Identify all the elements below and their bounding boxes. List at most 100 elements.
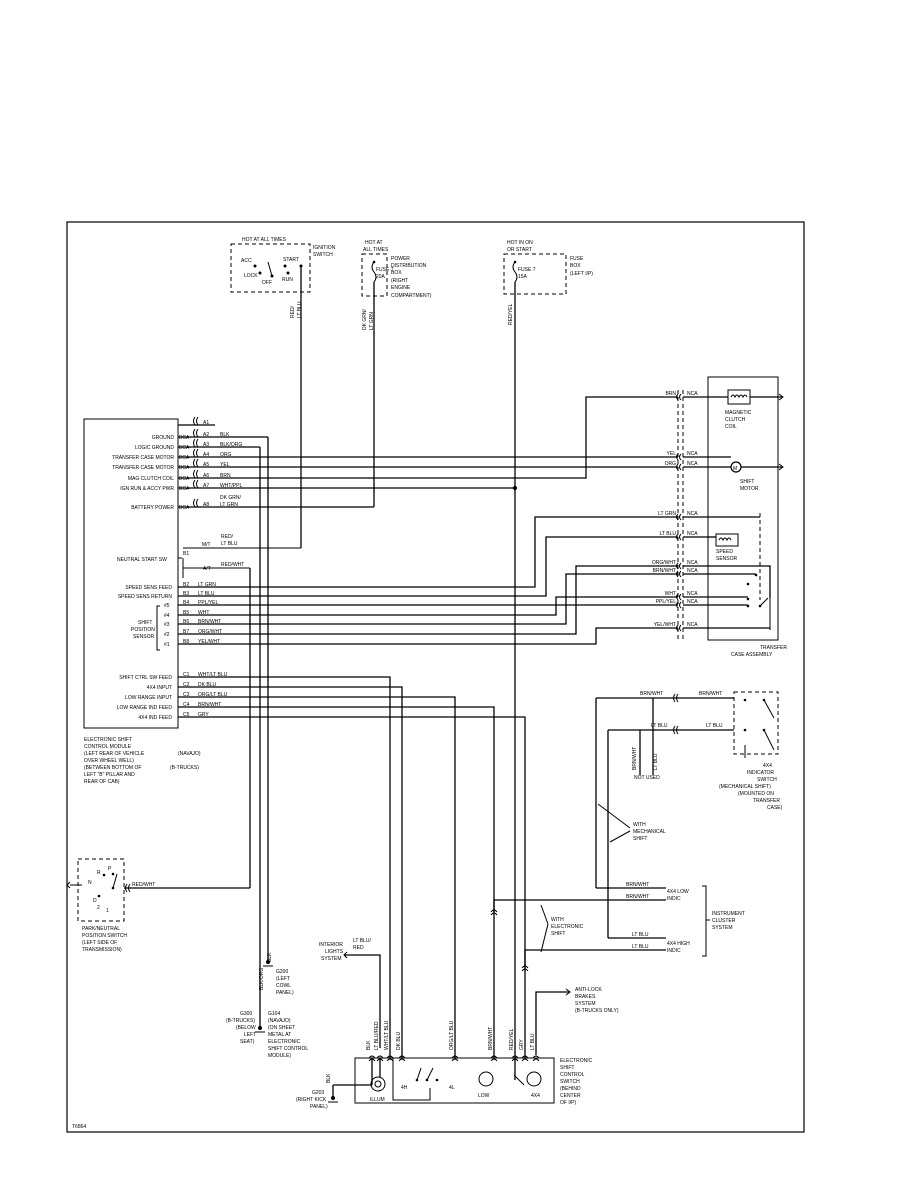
sps-label-3: SENSOR — [133, 634, 155, 640]
pdb-header-2: ALL TIMES — [363, 247, 389, 253]
svg-text:NCA: NCA — [687, 451, 698, 457]
pin-wire: LT GRN — [198, 582, 216, 588]
ign-pos-run: RUN — [282, 277, 293, 283]
pin-wire: DK BLU — [198, 682, 216, 688]
abs-system: ANTI-LOCK BRAKES SYSTEM (B-TRUCKS ONLY) — [535, 987, 619, 1055]
pin-sub: #4 — [164, 613, 170, 619]
fusebox-name-1: FUSE — [570, 256, 584, 262]
tc-wire-2: ORG NCA — [665, 461, 731, 471]
svg-text:MODULE): MODULE) — [268, 1053, 291, 1059]
svg-text:ILLUM: ILLUM — [370, 1097, 385, 1103]
ign-pos-acc: ACC — [241, 258, 252, 264]
svg-text:BLK: BLK — [267, 952, 273, 962]
svg-text:LT BLU: LT BLU — [297, 301, 303, 318]
pdb-name-2: DISTRIBUTION — [391, 263, 427, 269]
pin-id: C4 — [183, 702, 190, 708]
svg-text:NCA: NCA — [687, 461, 698, 467]
svg-text:BRN/WHT: BRN/WHT — [653, 568, 676, 574]
switch-positions: ILLUM 4H 4L LOW 4X4 — [370, 1085, 540, 1103]
svg-text:PPL/YEL: PPL/YEL — [656, 599, 677, 605]
svg-text:NCA: NCA — [687, 531, 698, 537]
svg-text:(MOUNTED ON: (MOUNTED ON — [738, 791, 774, 797]
diagram-frame — [66, 221, 805, 1133]
svg-text:4H: 4H — [401, 1085, 408, 1091]
pin-label: BATTERY POWER — [131, 505, 174, 511]
svg-text:SWITCH: SWITCH — [560, 1079, 580, 1085]
svg-text:ORG: ORG — [665, 461, 677, 467]
shift-module-box — [83, 418, 179, 729]
indicator-wire-1: BRN/WHT — [640, 691, 663, 697]
svg-text:COWL: COWL — [276, 983, 291, 989]
pin-label: TRANSFER CASE MOTOR — [112, 455, 174, 461]
pin-wire: ORG/LT BLU — [198, 692, 228, 698]
fusebox-fuse-symbol — [512, 261, 518, 283]
svg-text:BRN/WHT: BRN/WHT — [632, 747, 638, 770]
transfer-case-caption: TRANSFER CASE ASSEMBLY — [731, 645, 787, 658]
svg-text:(B-TRUCKS): (B-TRUCKS) — [170, 765, 199, 771]
svg-text:(NAVAJO): (NAVAJO) — [268, 1018, 291, 1024]
indicator-vert-wire-1: BRN/WHT — [632, 747, 638, 770]
ground-g203-wire: BLK — [326, 1073, 332, 1083]
svg-text:(BETWEEN BOTTOM OF: (BETWEEN BOTTOM OF — [84, 765, 141, 771]
pin-wire: YEL — [220, 462, 230, 468]
cluster-wire-1: BRN/WHT — [626, 882, 649, 888]
pin-connector: BCA — [179, 435, 190, 441]
pdb-header-1: HOT AT — [365, 240, 383, 246]
pin-id: C5 — [183, 712, 190, 718]
speed-sensor-symbol — [715, 533, 739, 547]
svg-text:(RIGHT KICK: (RIGHT KICK — [296, 1097, 327, 1103]
svg-text:INDICATOR: INDICATOR — [747, 770, 774, 776]
cluster-wire-4: LT BLU — [632, 944, 649, 950]
pin-id: A1 — [203, 420, 209, 426]
svg-text:SHIFT: SHIFT — [560, 1065, 574, 1071]
park-neutral-contacts: R P N D 2 1 — [66, 866, 118, 914]
ignition-contacts — [253, 261, 303, 278]
pin-id: B2 — [183, 582, 189, 588]
pin-wire: BRN — [220, 473, 231, 479]
pdb-fuse-2: 20A — [376, 274, 386, 280]
svg-text:SHIFT: SHIFT — [551, 931, 565, 937]
svg-text:D: D — [93, 898, 97, 904]
svg-text:BRN/WHT: BRN/WHT — [488, 1027, 494, 1050]
not-used-label: NOT USED — [634, 775, 660, 781]
svg-text:SYSTEM: SYSTEM — [712, 925, 733, 931]
pin-wire: WHT/PPL — [220, 483, 242, 489]
svg-text:LT GRN: LT GRN — [369, 312, 375, 330]
svg-text:ELECTRONIC: ELECTRONIC — [268, 1039, 301, 1045]
neutral-red-ltblu-1: RED/ — [221, 534, 234, 540]
cluster-caption: INSTRUMENT CLUSTER SYSTEM — [712, 911, 745, 931]
svg-text:R: R — [97, 870, 101, 876]
svg-text:RED/: RED/ — [290, 305, 296, 318]
pin-connector: BCA — [179, 455, 190, 461]
pin-wire: ORG — [220, 452, 232, 458]
cluster-high-2: INDIC — [667, 948, 681, 954]
neutral-red-wht: RED/WHT — [221, 562, 244, 568]
svg-text:MECHANICAL: MECHANICAL — [633, 829, 666, 835]
svg-text:BLK/ORG: BLK/ORG — [259, 968, 265, 990]
svg-text:N: N — [88, 880, 92, 886]
pin-wire: GRY — [198, 712, 209, 718]
svg-text:4L: 4L — [449, 1085, 455, 1091]
svg-text:2: 2 — [97, 905, 100, 911]
svg-text:P: P — [108, 866, 112, 872]
switch-wire-label: GRY — [519, 1039, 525, 1050]
sps-label-2: POSITION — [131, 627, 155, 633]
svg-text:(LEFT: (LEFT — [276, 976, 290, 982]
pdb-name-6: COMPARTMENT) — [391, 293, 432, 299]
fusebox-header-1: HOT IN ON — [507, 240, 533, 246]
pin-connector: BCA — [179, 465, 190, 471]
indicator-wire-2: BRN/WHT — [699, 691, 722, 697]
svg-text:(B-TRUCKS ONLY): (B-TRUCKS ONLY) — [575, 1008, 619, 1014]
pin-wire: LT GRN — [220, 502, 238, 508]
